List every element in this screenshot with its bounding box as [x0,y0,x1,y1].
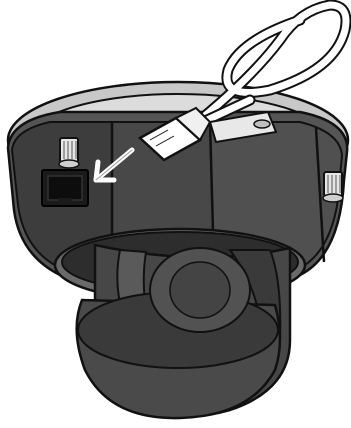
ethernet-port-icon [42,170,88,206]
camera-head [77,245,290,418]
mounting-screw-icon [59,138,79,168]
mounting-screw-icon [323,172,343,202]
